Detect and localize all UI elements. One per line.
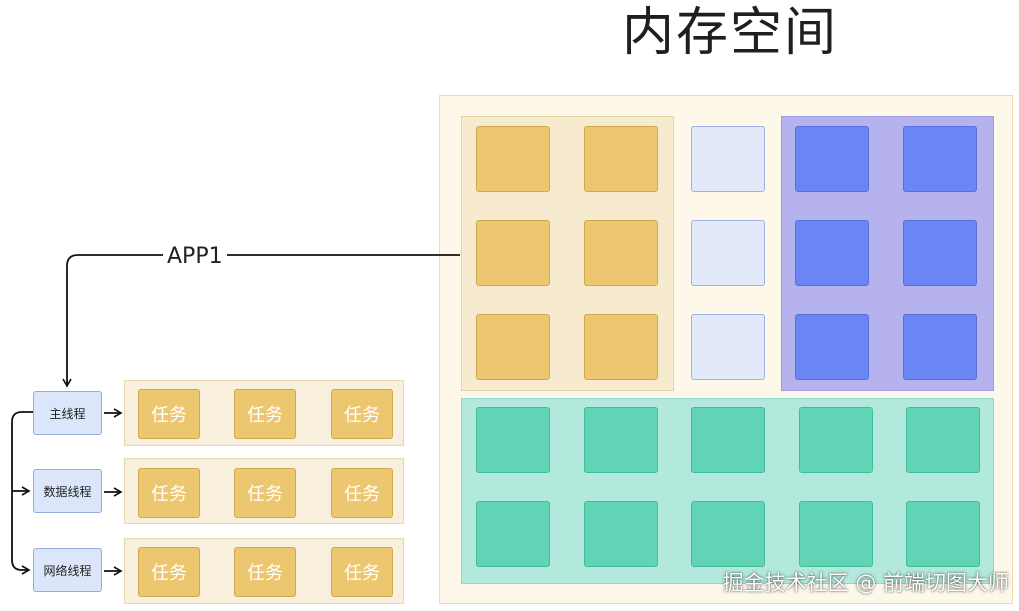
shared-memory-block — [906, 407, 980, 473]
shared-memory-block — [691, 407, 765, 473]
app1-memory-block — [584, 314, 658, 380]
free-memory-block — [691, 126, 765, 192]
task-block: 任务 — [331, 547, 393, 597]
other-app-memory-block — [795, 220, 869, 286]
shared-memory-block — [476, 501, 550, 567]
task-block: 任务 — [138, 547, 200, 597]
app1-memory-block — [476, 314, 550, 380]
task-block: 任务 — [331, 468, 393, 518]
app1-memory-block — [584, 220, 658, 286]
shared-memory-block — [691, 501, 765, 567]
app1-link-line — [62, 254, 460, 388]
other-app-memory-block — [903, 314, 977, 380]
data-thread-box: 数据线程 — [33, 469, 102, 513]
app1-memory-block — [476, 126, 550, 192]
task-block: 任务 — [138, 389, 200, 439]
task-block: 任务 — [331, 389, 393, 439]
shared-memory-block — [584, 407, 658, 473]
task-block: 任务 — [234, 547, 296, 597]
task-block: 任务 — [234, 468, 296, 518]
shared-memory-block — [799, 407, 873, 473]
other-app-memory-block — [795, 126, 869, 192]
app1-memory-block — [476, 220, 550, 286]
app1-memory-block — [584, 126, 658, 192]
free-memory-block — [691, 220, 765, 286]
free-memory-block — [691, 314, 765, 380]
memory-space-title: 内存空间 — [621, 3, 838, 63]
task-block: 任务 — [234, 389, 296, 439]
watermark-text: 掘金技术社区 @ 前端切图大师 — [722, 571, 1009, 595]
network-thread-box: 网络线程 — [33, 548, 102, 592]
shared-memory-block — [799, 501, 873, 567]
shared-memory-block — [584, 501, 658, 567]
other-app-memory-block — [795, 314, 869, 380]
main-thread-box: 主线程 — [33, 391, 102, 435]
shared-memory-block — [476, 407, 550, 473]
shared-memory-block — [906, 501, 980, 567]
other-app-memory-block — [903, 220, 977, 286]
task-block: 任务 — [138, 468, 200, 518]
other-app-memory-block — [903, 126, 977, 192]
app1-label: APP1 — [163, 240, 227, 274]
